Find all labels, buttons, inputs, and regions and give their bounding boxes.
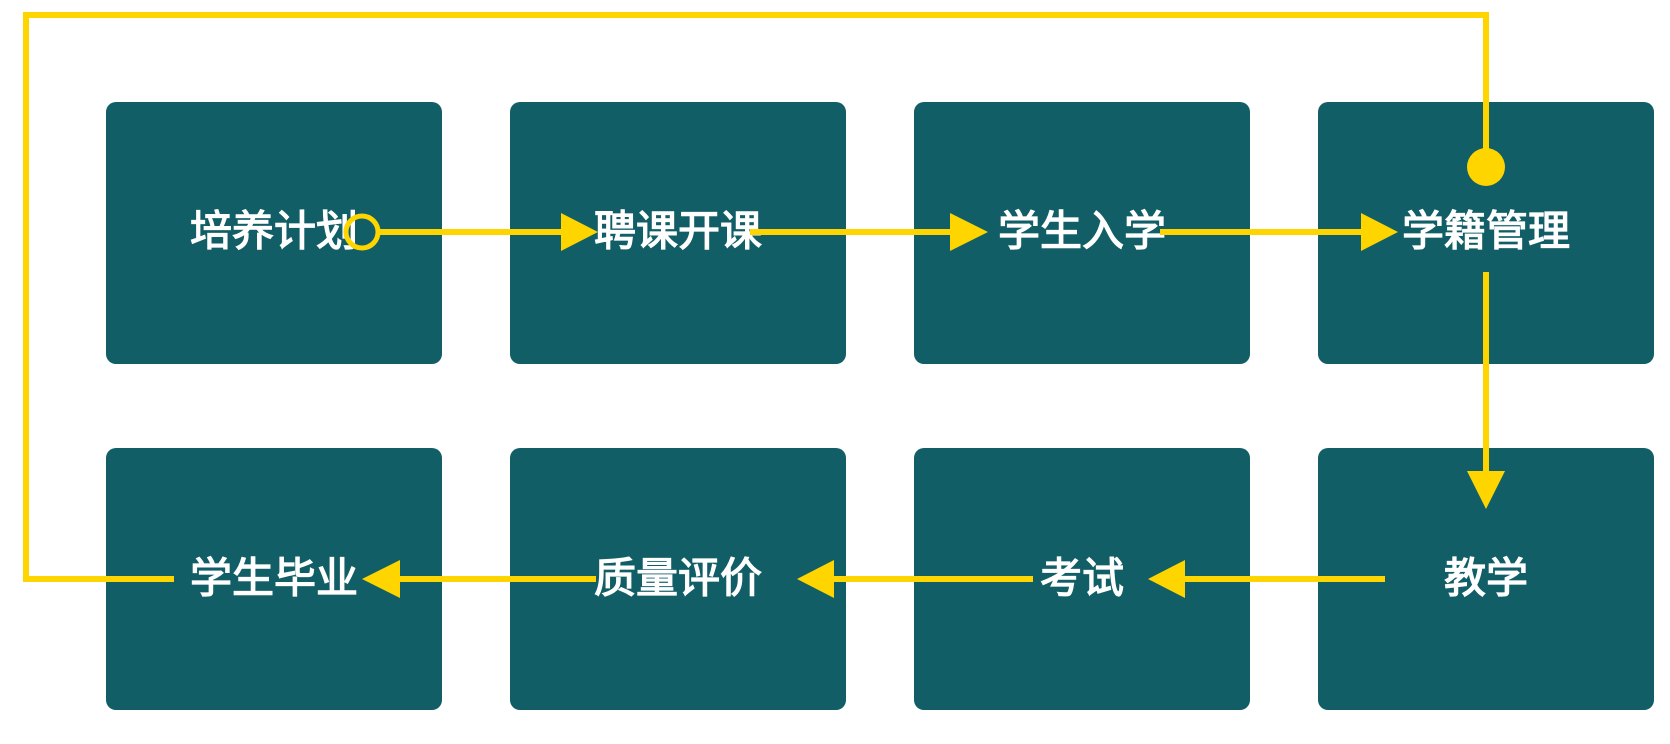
arrowhead-left-icon [797, 560, 834, 598]
loop-back-connector [23, 12, 1489, 582]
arrowhead-right-icon [1361, 213, 1398, 251]
step-box-6 [914, 448, 1250, 710]
arrowhead-left-icon [362, 560, 400, 598]
step-label-1: 培养计划 [190, 207, 358, 256]
step-box-8 [106, 448, 442, 710]
arrowhead-down-icon [1467, 471, 1505, 509]
step-label-8: 学生毕业 [190, 554, 358, 603]
step-box-5 [1318, 448, 1654, 710]
arrowhead-left-icon [1148, 560, 1185, 598]
step-box-4 [1318, 102, 1654, 364]
step-label-5: 教学 [1444, 554, 1528, 603]
step-label-3: 学生入学 [998, 207, 1166, 256]
step-label-2: 聘课开课 [594, 207, 762, 256]
arrowhead-right-icon [561, 213, 598, 251]
connectors [23, 12, 1505, 598]
end-dot-icon [1467, 148, 1505, 186]
step-label-4: 学籍管理 [1402, 207, 1570, 256]
step-box-3 [914, 102, 1250, 364]
arrowhead-right-icon [950, 213, 988, 251]
step-box-2 [510, 102, 846, 364]
step-label-7: 质量评价 [594, 554, 762, 603]
step-labels: 培养计划 聘课开课 学生入学 学籍管理 教学 考试 质量评价 学生毕业 [190, 207, 1570, 603]
step-boxes [106, 102, 1654, 710]
step-box-7 [510, 448, 846, 710]
step-box-1 [106, 102, 442, 364]
step-label-6: 考试 [1040, 554, 1124, 603]
